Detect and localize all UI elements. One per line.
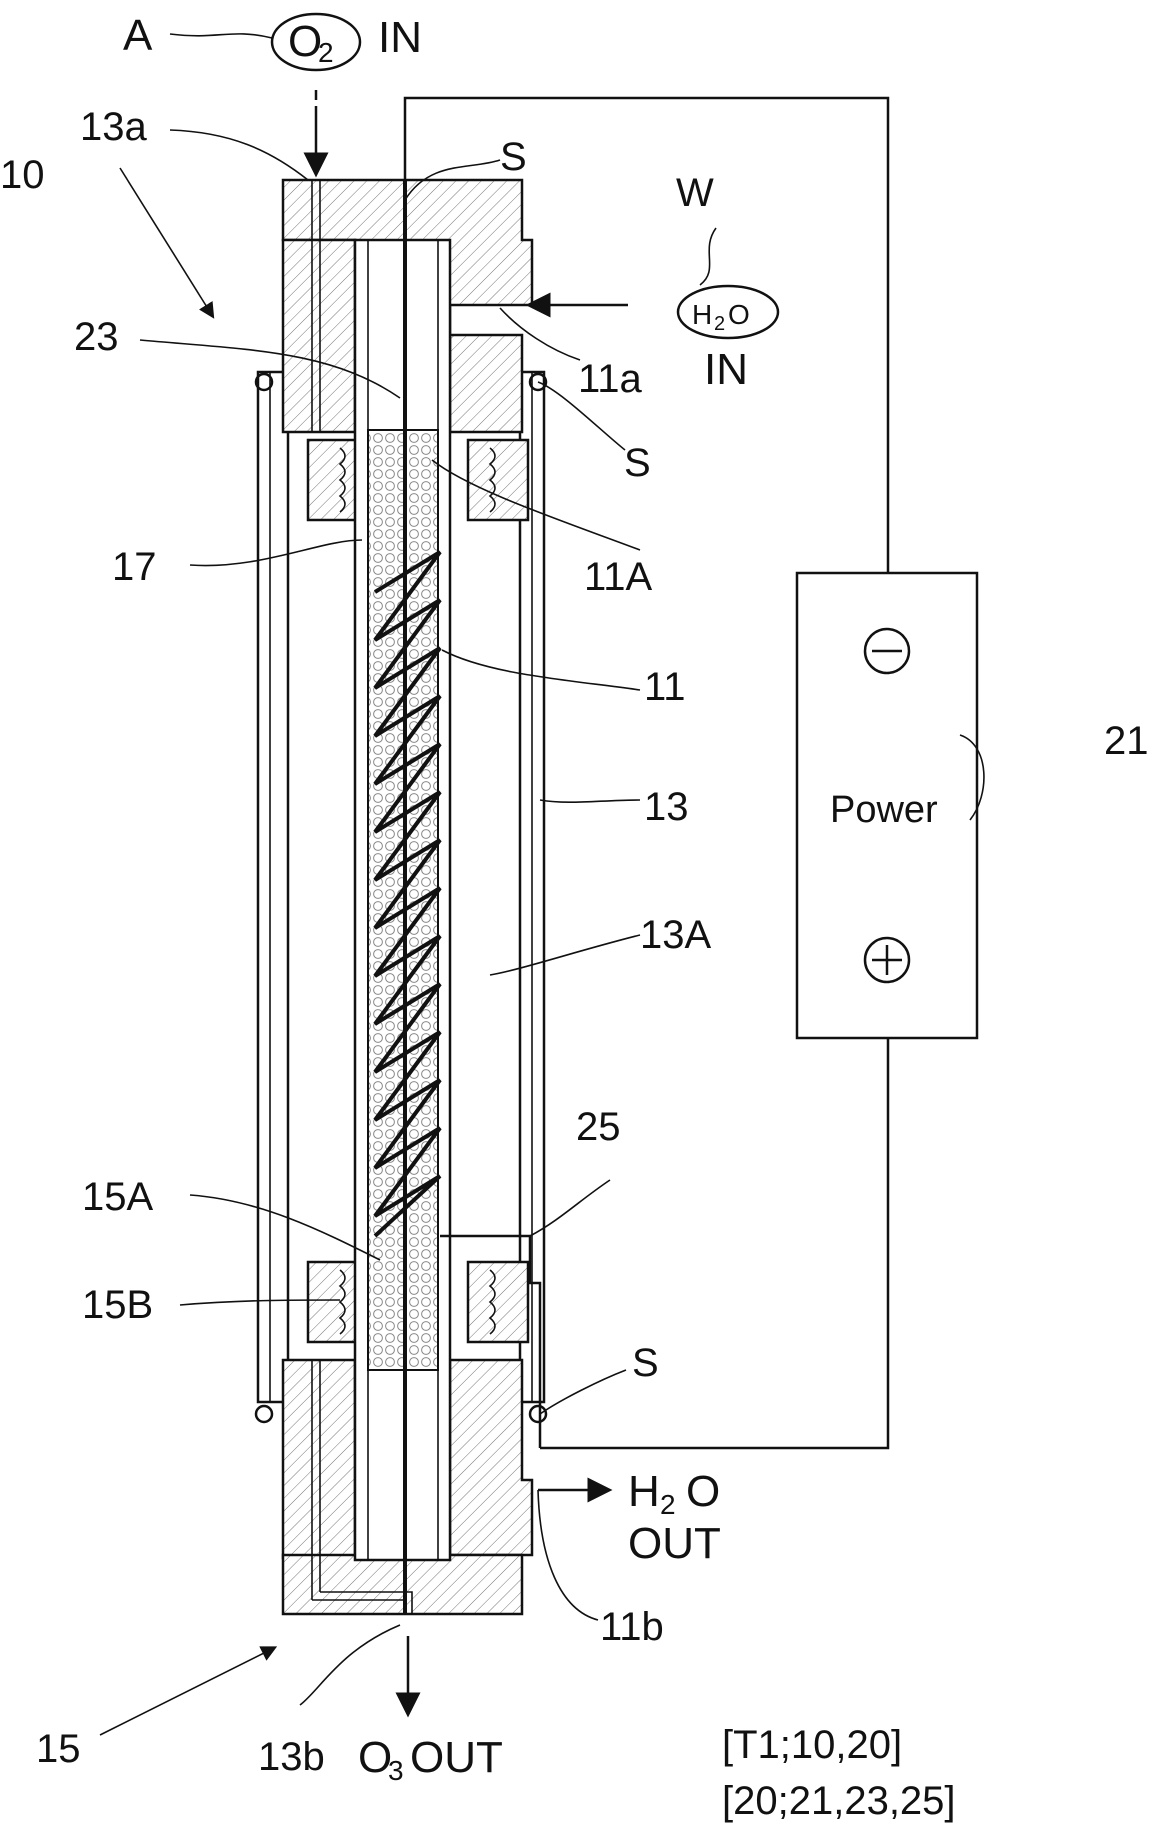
reference-line-1: [T1;10,20] [722, 1723, 902, 1767]
label-13a: 13a [80, 105, 147, 149]
label-23: 23 [74, 315, 119, 359]
label-15: 15 [36, 1727, 81, 1771]
label-15a: 15A [82, 1175, 153, 1219]
h2o-in-word: IN [704, 345, 748, 394]
label-17: 17 [112, 545, 157, 589]
label-s-top: S [500, 135, 527, 179]
inner-tube-11 [353, 238, 452, 1562]
minus-terminal-icon [863, 627, 911, 675]
electrode-connector-25 [440, 1234, 542, 1448]
leader-lines [99, 33, 985, 1736]
o2-ellipse [270, 12, 362, 72]
gas-passage [311, 180, 413, 1614]
bottom-end-cap [281, 1358, 534, 1616]
label-a: A [123, 11, 153, 60]
h2o-out-sub: 2 [660, 1489, 676, 1520]
label-21: 21 [1104, 719, 1149, 763]
o2-in-word: IN [378, 13, 422, 62]
o2-in-sub: 2 [318, 37, 334, 68]
label-11a: 11a [578, 357, 643, 401]
o3-out-word: OUT [410, 1733, 503, 1782]
h2o-in-o: O [728, 299, 750, 330]
h2o-out-o: O [686, 1467, 720, 1516]
o3-out-o: O [358, 1733, 392, 1782]
label-15b: 15B [82, 1283, 153, 1327]
power-supply: Power [795, 571, 979, 1040]
label-w: W [676, 171, 714, 215]
power-label: Power [830, 789, 938, 831]
h2o-in-h: H [692, 299, 712, 330]
h2o-out-h: H [628, 1467, 660, 1516]
label-10: 10 [0, 153, 45, 197]
o3-out-sub: 3 [388, 1755, 404, 1786]
label-11: 11 [644, 665, 686, 709]
outer-tube-13 [256, 370, 546, 1404]
clamp-s [254, 372, 548, 1424]
plus-terminal-icon [863, 936, 911, 984]
label-13: 13 [644, 785, 689, 829]
bottom-screw-fitting-right [466, 1260, 530, 1344]
top-screw-fitting-right [466, 438, 530, 522]
spiral-electrode [373, 550, 442, 1238]
label-13a-cap: 13A [640, 913, 711, 957]
label-11b: 11b [600, 1605, 664, 1649]
label-25: 25 [576, 1105, 621, 1149]
label-s-mid: S [624, 441, 651, 485]
label-13b: 13b [258, 1735, 325, 1779]
h2o-in-sub: 2 [714, 313, 725, 335]
label-s-bottom: S [632, 1341, 659, 1385]
reference-line-2: [20;21,23,25] [722, 1779, 956, 1823]
h2o-out-word: OUT [628, 1519, 721, 1568]
label-11a-cap: 11A [584, 555, 653, 599]
h2o-ellipse [676, 284, 780, 340]
o2-in-o: O [288, 17, 322, 66]
